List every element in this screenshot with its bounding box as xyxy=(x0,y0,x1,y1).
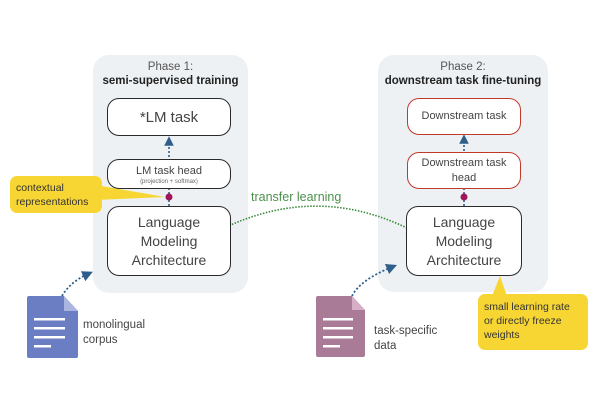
phase2-number: Phase 2: xyxy=(440,61,486,73)
task-specific-data-label: task-specific data xyxy=(374,324,437,354)
p1-lm-head-sublabel: (projection + softmax) xyxy=(140,178,198,185)
phase1-title: semi-supervised training xyxy=(102,75,239,87)
phase1-number: Phase 1: xyxy=(147,61,194,73)
taskdata-label-line-1: task-specific xyxy=(374,325,438,337)
p1-lm-head-box: LM task head (projection + softmax) xyxy=(107,159,231,189)
p1-arch-line-1: Language xyxy=(137,213,201,230)
transfer-learning-arrow xyxy=(204,205,418,239)
callout1-line-2: representations xyxy=(16,196,89,208)
callout2-line-2: or directly freeze xyxy=(484,315,562,327)
contextual-callout-pointer xyxy=(96,185,165,200)
p1-architecture-box: Language Modeling Architecture xyxy=(107,206,231,276)
p2-arch-line-1: Language xyxy=(432,213,496,230)
taskdata-to-arch-arrow xyxy=(351,264,398,297)
freeze-callout-pointer xyxy=(492,276,507,296)
contextual-representations-callout: contextual representations xyxy=(10,176,102,213)
p1-lm-task-label: *LM task xyxy=(139,108,199,126)
p1-arch-line-3: Architecture xyxy=(131,251,207,268)
corpus-label-line-2: corpus xyxy=(83,334,118,346)
p1-lm-head-label: LM task head xyxy=(135,164,203,177)
corpus-to-arch-arrow xyxy=(61,271,93,297)
p1-arch-line-2: Modeling xyxy=(140,232,198,249)
p1-lm-task-box: *LM task xyxy=(107,98,231,136)
monolingual-corpus-label: monolingual corpus xyxy=(83,318,145,348)
p2-downstream-task-box: Downstream task xyxy=(407,98,521,135)
taskdata-label-line-2: data xyxy=(374,340,397,352)
p2-representation-dot xyxy=(460,193,468,201)
phase2-title: downstream task fine-tuning xyxy=(384,75,542,87)
corpus-label-line-1: monolingual xyxy=(83,319,146,331)
p2-arch-line-2: Modeling xyxy=(435,232,493,249)
p2-architecture-box: Language Modeling Architecture xyxy=(406,206,522,276)
p2-downstream-task-label: Downstream task xyxy=(421,110,507,122)
p1-representation-dot xyxy=(165,193,173,201)
transfer-learning-label: transfer learning xyxy=(251,190,342,204)
p2-head-line-2: head xyxy=(451,171,477,184)
freeze-weights-callout: small learning rate or directly freeze w… xyxy=(478,294,588,350)
callout2-line-3: weights xyxy=(484,329,520,341)
callout1-line-1: contextual xyxy=(16,182,64,194)
p2-arch-line-3: Architecture xyxy=(426,251,502,268)
p2-head-line-1: Downstream task xyxy=(421,156,507,169)
callout2-line-1: small learning rate xyxy=(484,301,570,313)
p2-downstream-head-box: Downstream task head xyxy=(407,152,521,189)
